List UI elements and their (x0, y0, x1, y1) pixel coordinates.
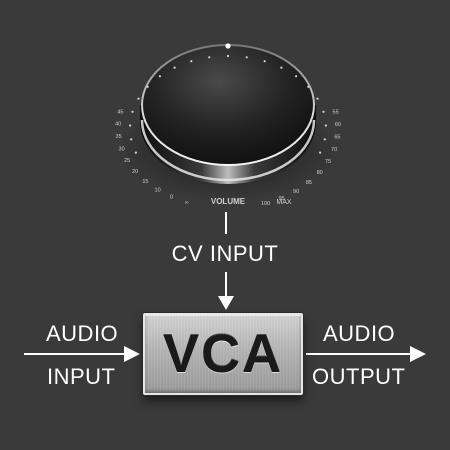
scale-tick-dot (137, 97, 140, 100)
right-scale-number: 55 (333, 109, 339, 115)
volume-label: VOLUME (211, 197, 246, 206)
scale-tick-dot (323, 138, 326, 141)
audio-in-arrow-head (124, 346, 140, 362)
scale-tick-dot (263, 60, 266, 63)
right-scale-number: 65 (334, 135, 340, 141)
left-scale-number: 20 (132, 169, 138, 175)
scale-tick-dot (190, 60, 193, 63)
scale-tick-dot (226, 54, 230, 58)
scale-tick-dot (307, 85, 310, 88)
right-scale-number: 75 (325, 159, 331, 165)
scale-tick-dot (134, 151, 137, 154)
vca-label: VCA (162, 324, 283, 384)
left-scale-number: 45 (117, 109, 123, 115)
scale-tick-dot (131, 110, 134, 113)
scale-tick-dot (173, 66, 176, 69)
cv-input-label: CV INPUT (171, 241, 279, 266)
scale-tick-dot (324, 124, 327, 127)
max-label: MAX (276, 199, 292, 206)
scale-tick-dot (130, 138, 133, 141)
right-scale-number: 85 (306, 180, 312, 186)
left-scale-number: 15 (142, 179, 148, 185)
cv-arrow-head (218, 296, 234, 310)
right-scale-number: 70 (331, 147, 337, 153)
left-scale-number: 25 (124, 158, 130, 164)
scale-tick-dot (245, 56, 248, 59)
vca-block: VCA (143, 313, 303, 395)
right-scale-number: 80 (317, 170, 323, 176)
scale-tick-dot (280, 66, 283, 69)
scale-tick-dot (316, 97, 319, 100)
knob-indicator (225, 43, 231, 49)
left-scale-number: 10 (155, 188, 161, 194)
audio-output-label-line2: OUTPUT (312, 364, 406, 389)
scale-tick-dot (158, 75, 161, 78)
scale-tick-dot (129, 124, 132, 127)
right-scale-number: 60 (335, 122, 341, 128)
audio-output-label-line1: AUDIO (323, 321, 396, 346)
scale-tick-dot (208, 56, 211, 59)
scale-tick-dot (295, 75, 298, 78)
scale-tick-dot (146, 85, 149, 88)
scale-tick-dot (322, 110, 325, 113)
audio-input-label-line2: INPUT (47, 364, 116, 389)
right-scale-number: 90 (293, 189, 299, 195)
audio-input-label-line1: AUDIO (46, 321, 119, 346)
left-scale-number: 35 (116, 134, 122, 140)
left-scale-number: 30 (119, 146, 125, 152)
audio-out-arrow-head (410, 346, 426, 362)
right-scale-number: 100 (261, 201, 270, 207)
right-scale-number: 95 (278, 196, 284, 202)
left-scale-number: 0 (170, 195, 173, 201)
left-scale-number: ∞ (185, 200, 189, 206)
left-scale-number: 40 (115, 122, 121, 128)
scale-tick-dot (319, 151, 322, 154)
